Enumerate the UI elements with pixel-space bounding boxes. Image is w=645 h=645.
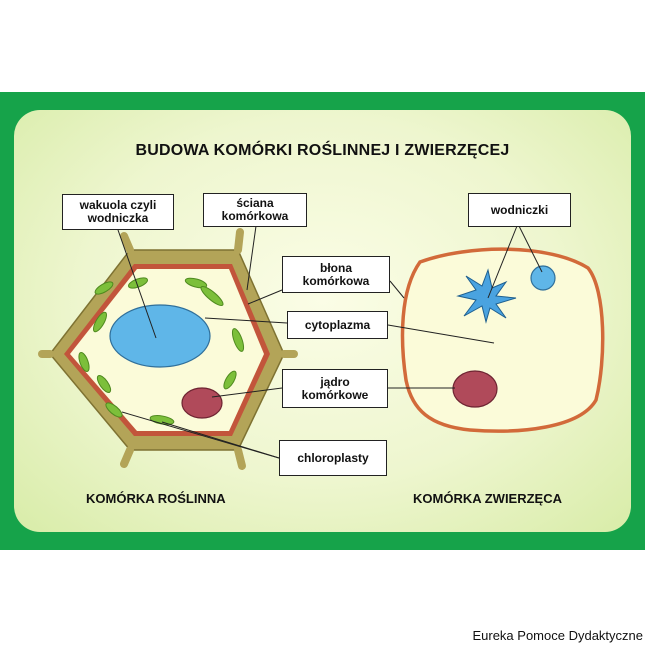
diagram-title: BUDOWA KOMÓRKI ROŚLINNEJ I ZWIERZĘCEJ: [135, 142, 510, 159]
plant-cell: [38, 228, 298, 470]
label-vacuole: wakuola czyli wodniczka: [62, 194, 174, 230]
label-cytoplasm: cytoplazma: [287, 311, 388, 339]
caption-animal-cell: KOMÓRKA ZWIERZĘCA: [413, 491, 563, 506]
wall-spikes: [38, 228, 298, 470]
animal-nucleus: [452, 370, 498, 408]
label-chloroplasts: chloroplasty: [279, 440, 387, 476]
label-animal-vacuoles: wodniczki: [468, 193, 571, 227]
animal-vacuole: [530, 265, 556, 291]
leader-lines: [117, 225, 543, 459]
plant-nucleus: [181, 387, 223, 419]
caption-plant-cell: KOMÓRKA ROŚLINNA: [86, 491, 226, 506]
publisher-credit: Eureka Pomoce Dydaktyczne: [472, 628, 643, 643]
animal-cell: [400, 247, 605, 433]
chloroplasts: [78, 277, 245, 425]
label-nucleus: jądro komórkowe: [282, 369, 388, 408]
plant-vacuole: [109, 304, 211, 368]
label-cell-membrane: błona komórkowa: [282, 256, 390, 293]
label-cell-wall: ściana komórkowa: [203, 193, 307, 227]
animal-membrane: [400, 247, 605, 433]
contractile-vacuole: [456, 268, 517, 324]
